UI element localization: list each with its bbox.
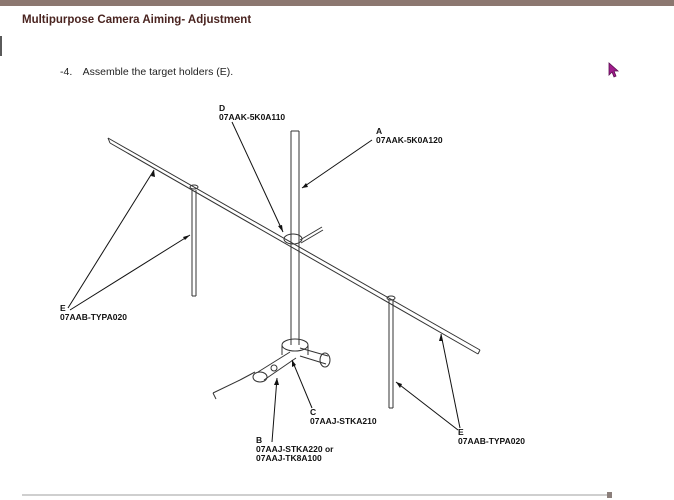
label-a-part: 07AAK-5K0A120 [376, 135, 443, 145]
label-a-letter: A [376, 126, 382, 136]
page-title: Multipurpose Camera Aiming- Adjustment [22, 14, 252, 26]
leader-lines [67, 121, 461, 443]
label-d-part: 07AAK-5K0A110 [219, 112, 285, 122]
step-text: Assemble the target holders (E). [82, 66, 234, 78]
label-b-part-line1: 07AAJ-STKA220 or [256, 444, 334, 454]
scroll-marker [607, 492, 612, 498]
label-b-part-line2: 07AAJ-TK8A100 [256, 453, 322, 463]
horizontal-bar [107, 137, 481, 355]
step-number: -4. [60, 66, 73, 78]
label-c-letter: C [310, 407, 316, 417]
label-d-letter: D [219, 103, 225, 113]
label-e-left-part: 07AAB-TYPA020 [60, 312, 127, 322]
label-e-right-part: 07AAB-TYPA020 [458, 436, 525, 446]
left-target-holder [189, 184, 199, 297]
right-target-holder [386, 295, 396, 409]
center-clamp-lever [283, 226, 324, 245]
mouse-pointer-icon [608, 62, 620, 78]
label-e-right-letter: E [458, 427, 464, 437]
top-bar [0, 0, 674, 6]
label-b-letter: B [256, 435, 262, 445]
label-c-part: 07AAJ-STKA210 [310, 416, 377, 426]
label-e-left-letter: E [60, 303, 66, 313]
vertical-mast [290, 130, 300, 345]
bottom-divider [22, 494, 612, 496]
base-assembly [212, 338, 331, 400]
step-instruction: -4. Assemble the target holders (E). [60, 66, 233, 78]
left-edge-marker [0, 36, 2, 56]
